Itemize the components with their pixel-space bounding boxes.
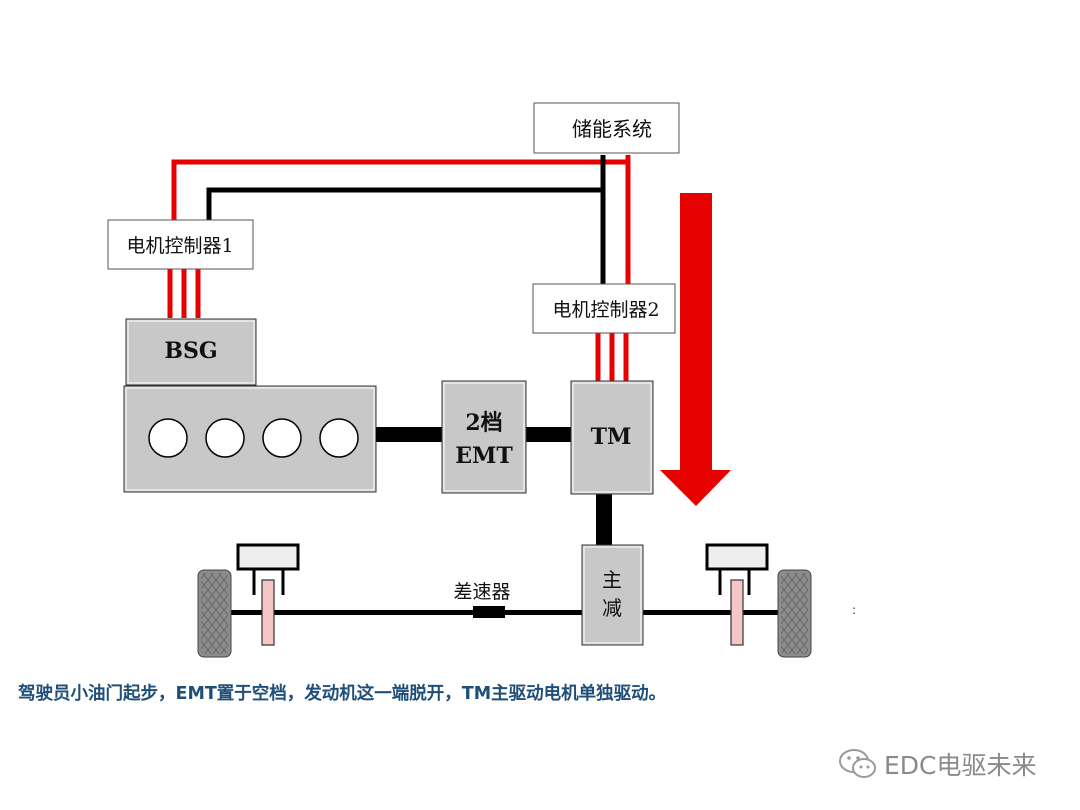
right-brake-caliper: [705, 543, 769, 646]
watermark-text: EDC电驱未来: [884, 751, 1037, 780]
diagram-caption: 驾驶员小油门起步，EMT置于空档，发动机这一端脱开，TM主驱动电机单独驱动。: [18, 684, 667, 704]
power-flow-arrow: [660, 193, 731, 506]
wechat-icon: [839, 749, 876, 778]
differential-block: [473, 606, 505, 618]
signal-wire-controller1: [206, 155, 606, 222]
storage-system-box: 储能系统: [533, 102, 680, 154]
emt-label-line1: 2档: [465, 410, 502, 436]
left-brake-caliper: [236, 543, 300, 646]
bsg-box: BSG: [125, 318, 257, 386]
shaft-engine-emt: [376, 427, 442, 442]
final-drive-label-line2: 减: [602, 596, 622, 620]
storage-system-label: 储能系统: [572, 117, 652, 141]
phase-lines-bsg: [167, 268, 201, 318]
motor-controller-1-label: 电机控制器1: [126, 235, 233, 257]
differential-label: 差速器: [453, 581, 510, 603]
final-drive-label-line1: 主: [602, 568, 622, 592]
final-drive-box: 主 减: [581, 544, 644, 646]
right-wheel: [777, 569, 812, 658]
left-wheel: [197, 569, 232, 658]
motor-controller-2-box: 电机控制器2: [532, 283, 676, 334]
engine-cylinder: [262, 418, 302, 458]
engine-cylinder: [319, 418, 359, 458]
motor-controller-2-label: 电机控制器2: [552, 299, 659, 321]
engine-cylinder: [205, 418, 245, 458]
tm-box: TM: [570, 380, 654, 495]
watermark: EDC电驱未来: [838, 746, 1037, 782]
stray-colon-mark: :: [852, 603, 857, 617]
emt-box: 2档 EMT: [441, 380, 527, 494]
engine-block: [123, 385, 377, 493]
tm-label: TM: [591, 424, 632, 450]
bsg-label: BSG: [164, 338, 217, 364]
emt-label-line2: EMT: [455, 443, 513, 469]
phase-lines-tm: [595, 333, 629, 383]
motor-controller-1-box: 电机控制器1: [107, 219, 254, 270]
engine-cylinder: [148, 418, 188, 458]
shaft-emt-tm: [526, 427, 572, 442]
shaft-tm-final-drive: [596, 494, 612, 546]
